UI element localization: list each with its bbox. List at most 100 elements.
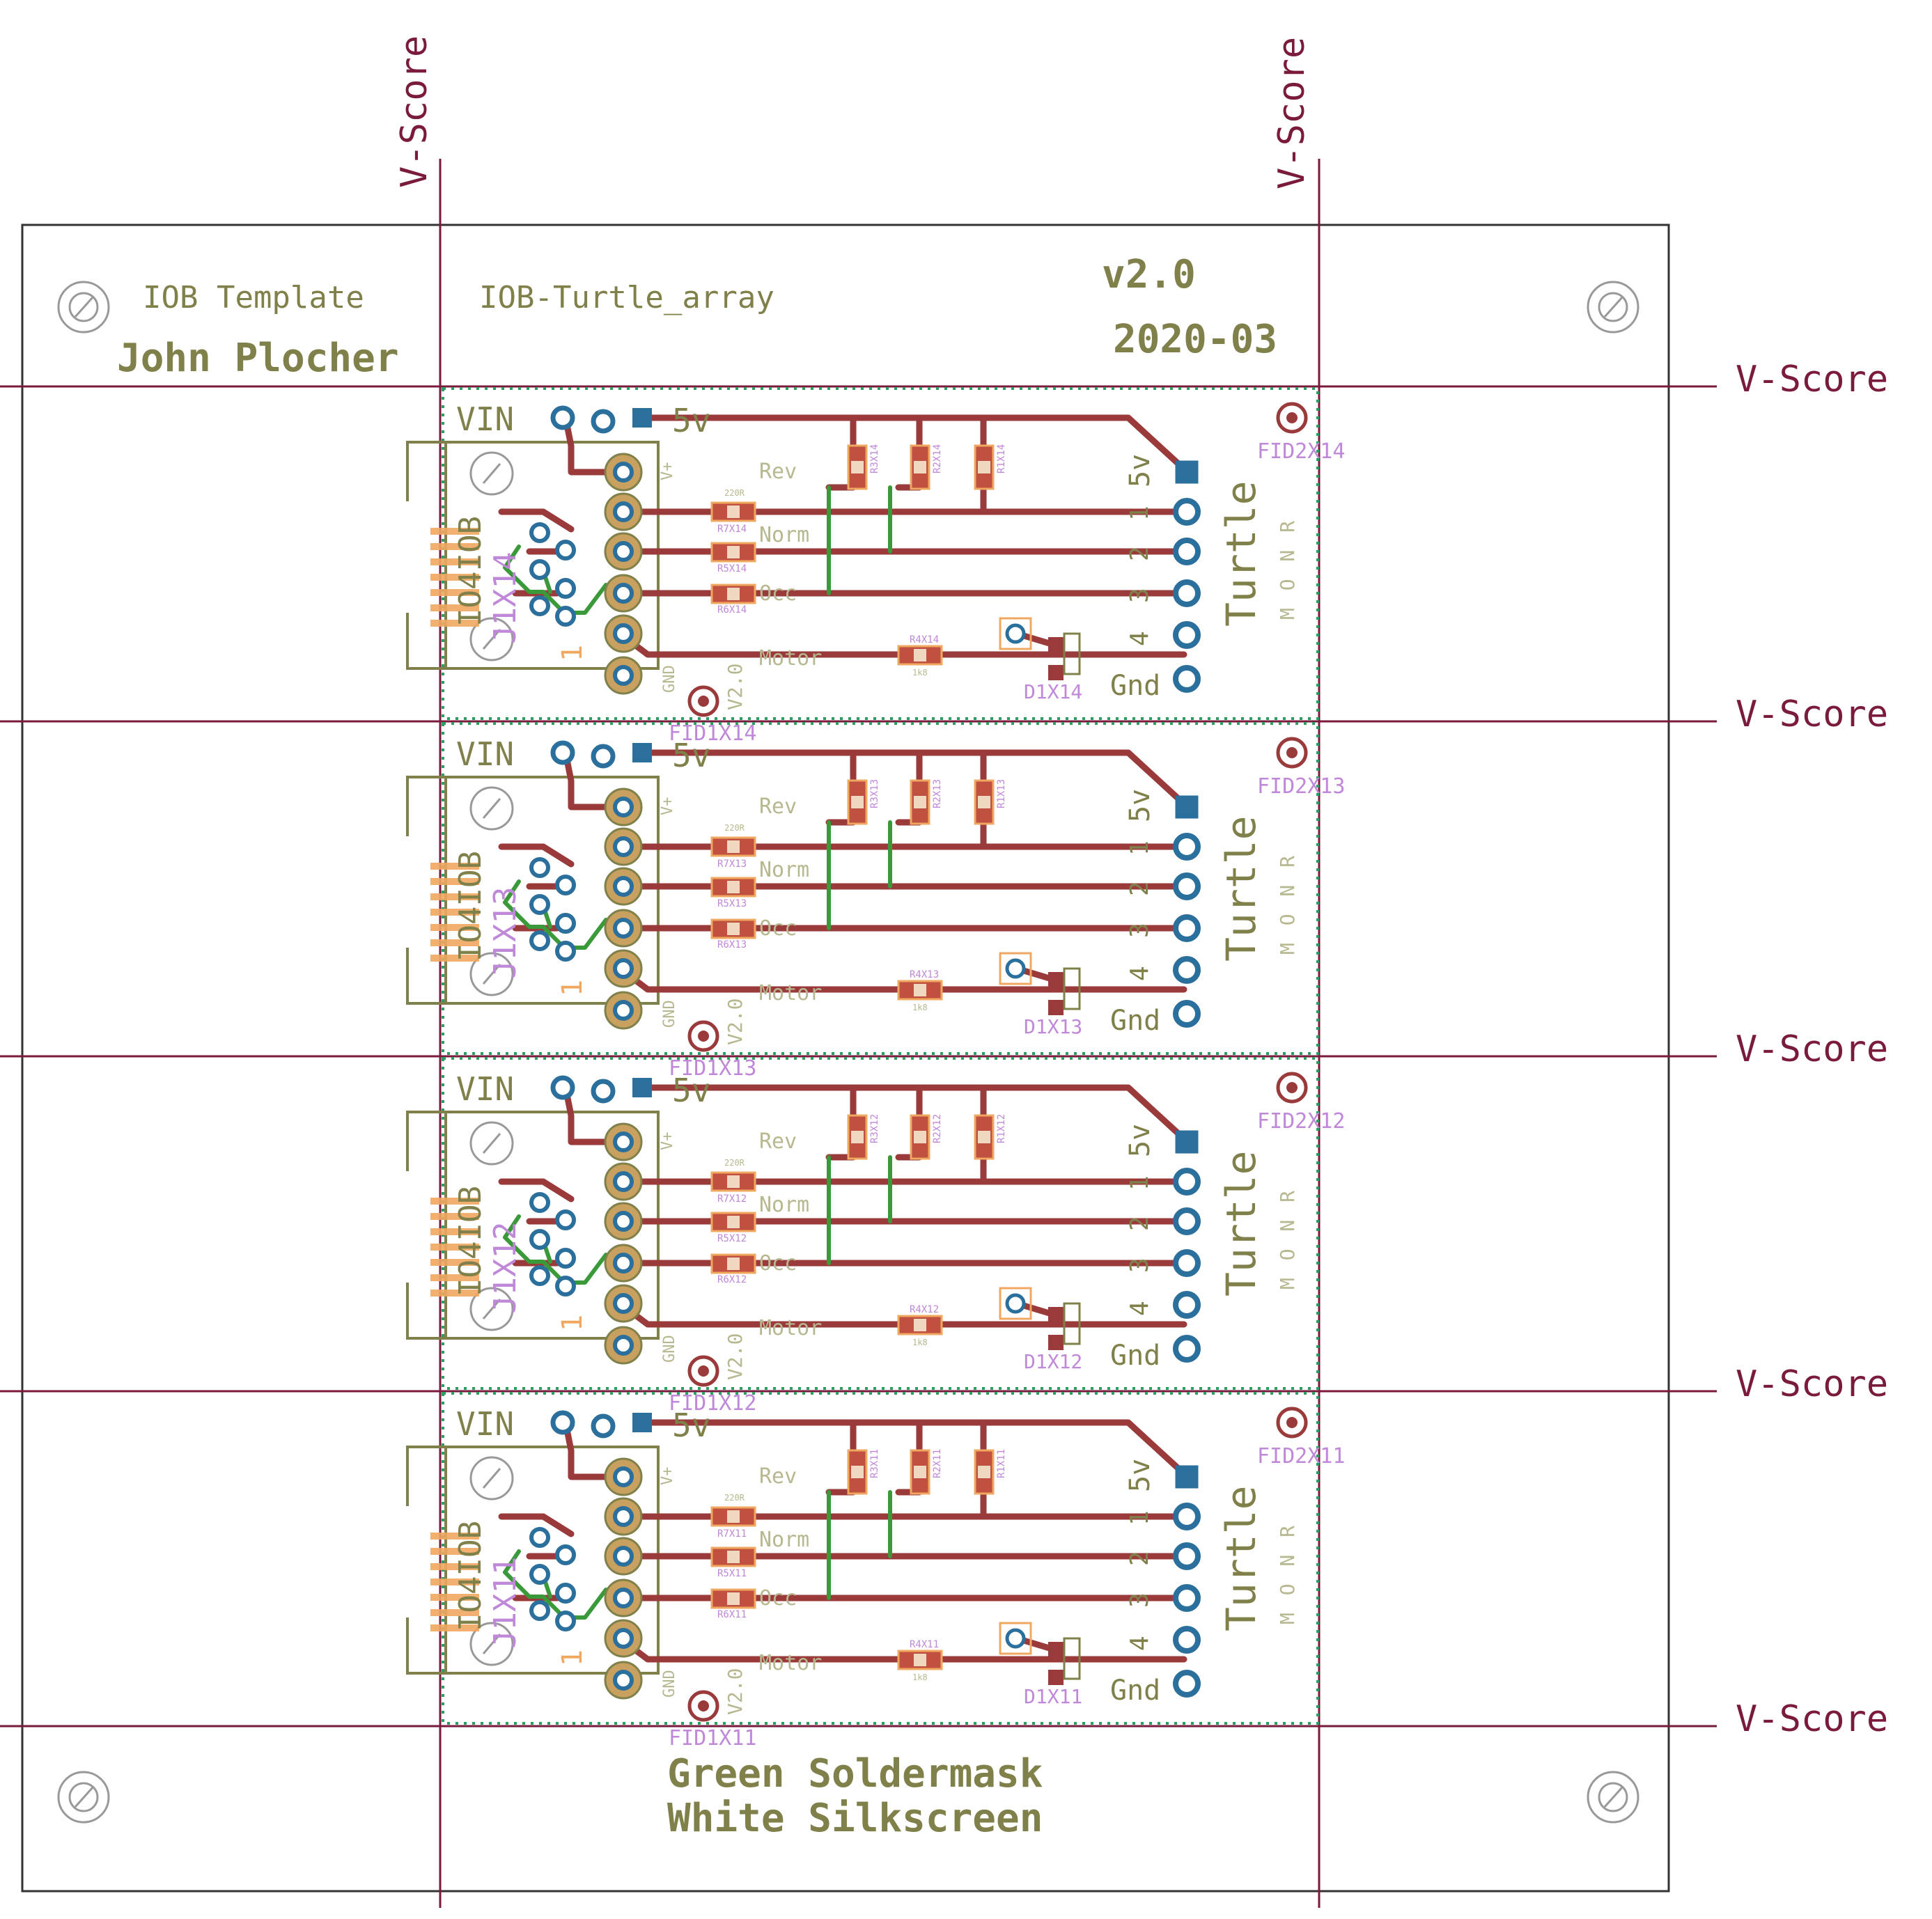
turtle-label: Turtle — [1217, 480, 1265, 627]
version-label: v2.0 — [1102, 252, 1196, 297]
fid2-label: FID2X11 — [1257, 1444, 1345, 1468]
board-outline — [21, 224, 1670, 1893]
r7-value: 220R — [724, 488, 745, 498]
mounting-hole-icon — [57, 281, 110, 334]
r6-label: R6X13 — [717, 939, 747, 950]
iob-label: IO4IOB — [453, 851, 488, 962]
motor-label: Motor — [759, 1651, 822, 1675]
panel-artwork — [407, 389, 1318, 719]
panel-artwork — [407, 1058, 1318, 1388]
board-version-label: V2.0 — [724, 1668, 747, 1715]
pin-4-label: 4 — [1125, 1636, 1154, 1651]
fid2-label: FID2X13 — [1257, 774, 1345, 799]
r5-label: R5X11 — [717, 1568, 747, 1579]
j1-label: J1X14 — [488, 552, 523, 644]
fid2-label: FID2X14 — [1257, 439, 1345, 464]
rev-label: Rev — [759, 1129, 797, 1154]
board-version-label: V2.0 — [724, 664, 747, 710]
vscore-label-4: V-Score — [1736, 1363, 1888, 1405]
j1-label: J1X11 — [488, 1557, 523, 1649]
r5-label: R5X12 — [717, 1233, 747, 1244]
gnd-label: Gnd — [1110, 1675, 1160, 1707]
project-name: IOB-Turtle_array — [479, 280, 774, 315]
j1-label: J1X13 — [488, 887, 523, 979]
vscore-label-vertical-left: V-Score — [394, 36, 435, 188]
title-block: IOB Template IOB-Turtle_array John Ploch… — [117, 252, 1277, 381]
turtle-label: Turtle — [1217, 815, 1265, 962]
five-v-side-label: 5v — [1124, 1459, 1156, 1492]
pin-1-label: 1 — [1125, 506, 1154, 521]
r4-label: R4X13 — [910, 969, 939, 980]
connector-pin1-label: 1 — [556, 645, 589, 661]
five-v-top-label: 5v — [672, 737, 710, 774]
r7-value: 220R — [724, 1158, 745, 1168]
r2-label: R2X13 — [932, 779, 943, 808]
fid1-label: FID1X12 — [669, 1391, 756, 1416]
pin-1-label: 1 — [1125, 840, 1154, 856]
r5-label: R5X14 — [717, 563, 747, 574]
r1-label: R1X13 — [996, 779, 1007, 808]
pin-2-label: 2 — [1125, 546, 1154, 561]
r1-label: R1X11 — [996, 1449, 1007, 1478]
board-version-label: V2.0 — [724, 998, 747, 1045]
gnd-label: Gnd — [1110, 1005, 1160, 1037]
iob-label: IO4IOB — [453, 1521, 488, 1631]
r7-value: 220R — [724, 1493, 745, 1503]
turtle-label: Turtle — [1217, 1485, 1265, 1631]
vplus-label: V+ — [659, 1132, 676, 1151]
gnd-label: Gnd — [1110, 1340, 1160, 1372]
gnd-small-label: GND — [661, 1670, 678, 1698]
r7-label: R7X14 — [717, 524, 747, 535]
monr-label: M O N R — [1276, 853, 1299, 955]
vin-label: VIN — [456, 1070, 514, 1108]
five-v-side-label: 5v — [1124, 454, 1156, 487]
vscore-label-2: V-Score — [1736, 694, 1888, 735]
norm-label: Norm — [759, 523, 809, 547]
pin-4-label: 4 — [1125, 1301, 1154, 1316]
fid2-label: FID2X12 — [1257, 1109, 1345, 1134]
soldermask-note: Green Soldermask — [667, 1751, 1043, 1796]
mounting-hole-icon — [57, 1771, 110, 1824]
iob-label: IO4IOB — [453, 516, 488, 627]
fid1-label: FID1X14 — [669, 721, 756, 746]
connector-pin1-label: 1 — [556, 1650, 589, 1666]
five-v-top-label: 5v — [672, 1072, 710, 1109]
r7-label: R7X11 — [717, 1528, 747, 1540]
rev-label: Rev — [759, 1464, 797, 1489]
pin-3-label: 3 — [1125, 923, 1154, 938]
iob-label: IO4IOB — [453, 1186, 488, 1297]
board-version-label: V2.0 — [724, 1333, 747, 1380]
pin-3-label: 3 — [1125, 1592, 1154, 1608]
pin-2-label: 2 — [1125, 1216, 1154, 1231]
panel-artwork — [407, 723, 1318, 1054]
d1-label: D1X12 — [1024, 1350, 1082, 1373]
rev-label: Rev — [759, 794, 797, 819]
pin-4-label: 4 — [1125, 631, 1154, 646]
mounting-hole-icon — [1587, 281, 1639, 334]
date-label: 2020-03 — [1113, 317, 1277, 362]
gnd-label: Gnd — [1110, 670, 1160, 702]
pin-2-label: 2 — [1125, 1551, 1154, 1566]
occ-label: Occ — [759, 581, 797, 606]
mounting-holes — [57, 281, 1639, 1824]
vscore-label-3: V-Score — [1736, 1028, 1888, 1070]
turtle-label: Turtle — [1217, 1150, 1265, 1297]
vin-label: VIN — [456, 400, 514, 438]
pin-4-label: 4 — [1125, 966, 1154, 981]
occ-label: Occ — [759, 916, 797, 941]
vplus-label: V+ — [659, 462, 676, 481]
vscore-label-vertical-right: V-Score — [1271, 37, 1313, 189]
r1-label: R1X12 — [996, 1114, 1007, 1143]
vscore-horizontal-lines — [0, 385, 1717, 1728]
vscore-label-1: V-Score — [1736, 359, 1888, 400]
mounting-hole-icon — [1587, 1771, 1639, 1824]
connector-pin1-label: 1 — [556, 1315, 589, 1331]
gnd-small-label: GND — [661, 1000, 678, 1028]
footer: Green Soldermask White Silkscreen — [667, 1751, 1043, 1841]
r4-value: 1k8 — [912, 1338, 928, 1347]
